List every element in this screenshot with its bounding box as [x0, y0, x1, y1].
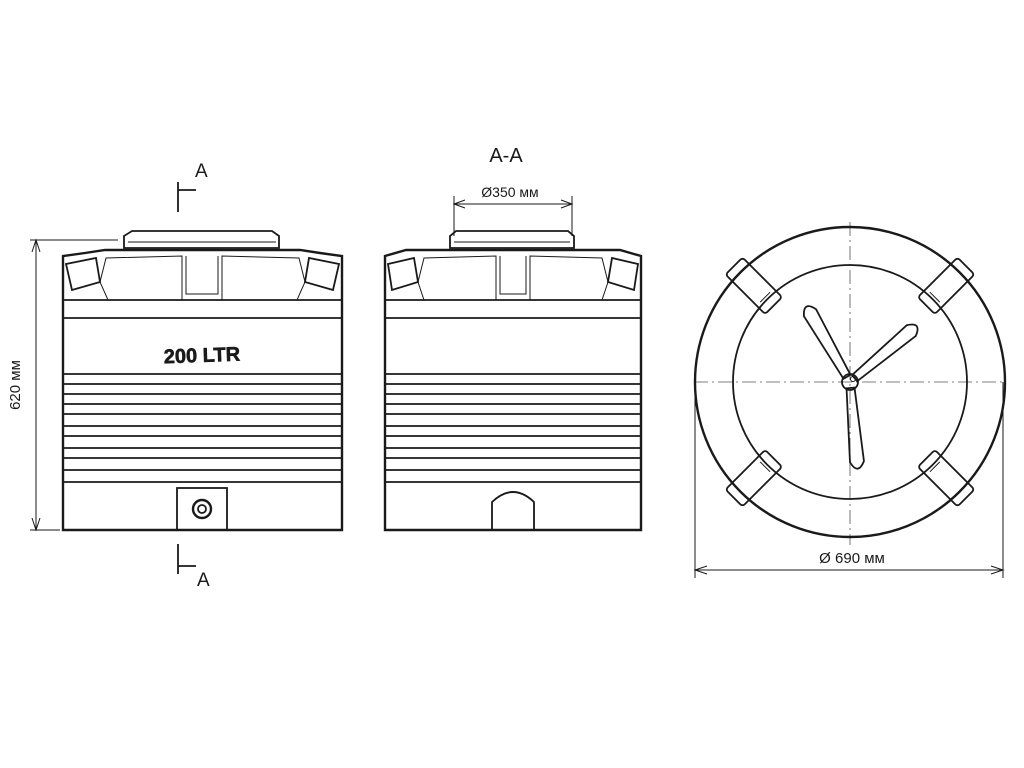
top-view: Ø 690 мм — [693, 222, 1007, 578]
neck-diameter-label: Ø350 мм — [481, 184, 538, 200]
section-view-neck — [449, 230, 575, 249]
front-view-outlet — [176, 487, 228, 531]
neck-dimension: Ø350 мм — [452, 184, 574, 236]
front-view-shoulder-right — [303, 256, 341, 292]
base-diameter-label: Ø 690 мм — [819, 550, 885, 567]
top-view-inner-rim — [732, 264, 968, 500]
svg-text:A: A — [197, 570, 210, 591]
section-title: A-A — [489, 145, 523, 167]
section-view: A-A Ø350 мм — [383, 145, 643, 532]
front-view-body — [61, 248, 344, 532]
section-view-body — [383, 248, 643, 532]
tri-arm-hub — [841, 373, 859, 391]
base-dimension: Ø 690 мм — [693, 382, 1005, 578]
top-view-tri-arm — [803, 305, 919, 470]
height-dimension: 620 мм — [7, 238, 118, 532]
front-view-lid — [123, 230, 280, 249]
section-mark-bottom: A — [177, 544, 210, 591]
front-view-shoulder-left — [64, 256, 102, 292]
section-mark-top: A — [177, 161, 208, 212]
height-label: 620 мм — [7, 360, 24, 410]
section-view-ribs — [385, 373, 641, 483]
volume-label: 200 LTR — [163, 344, 241, 369]
section-view-outlet — [491, 491, 535, 530]
front-view: 200 LTR — [61, 230, 344, 532]
svg-text:A: A — [195, 161, 208, 182]
top-view-lugs — [725, 257, 975, 507]
outlet-fitting-icon — [191, 498, 213, 520]
front-view-ribs — [63, 373, 342, 483]
